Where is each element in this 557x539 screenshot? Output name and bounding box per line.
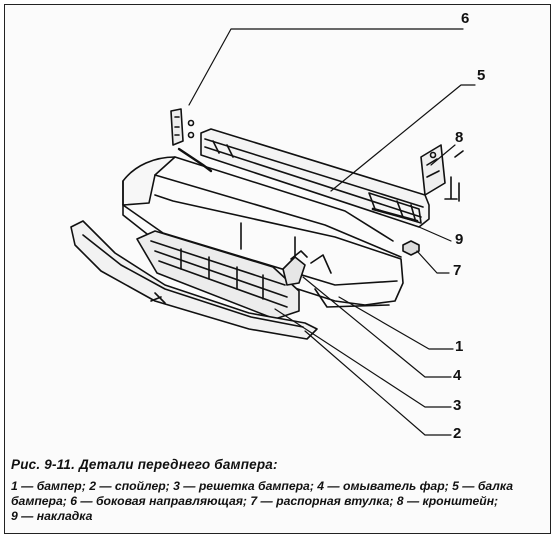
- trim-strip-drawing: [371, 207, 419, 223]
- leader-9: [418, 226, 452, 242]
- leader-5: [330, 84, 476, 192]
- callout-5: 5: [477, 67, 486, 84]
- leader-4: [302, 276, 452, 378]
- callout-3: 3: [453, 397, 462, 414]
- bumper-exploded-drawing: [70, 28, 476, 436]
- callout-8: 8: [455, 129, 464, 146]
- spoiler-drawing: [70, 220, 318, 340]
- leader-1: [338, 296, 454, 350]
- spacer-sleeve-drawing: [402, 240, 420, 256]
- leader-lines: [188, 28, 476, 436]
- figure-frame: 6 5 8 9 7 1 4 3 2 Рис. 9-11. Детали пере…: [4, 4, 551, 534]
- side-guide-drawing: [170, 108, 213, 173]
- leader-6: [188, 28, 464, 106]
- caption-legend: 1 — бампер; 2 — спойлер; 3 — решетка бам…: [11, 479, 547, 524]
- figure-caption: Рис. 9-11. Детали переднего бампера: 1 —…: [11, 457, 547, 524]
- legend-line: 1 — бампер; 2 — спойлер; 3 — решетка бам…: [11, 479, 513, 493]
- callout-4: 4: [453, 367, 462, 384]
- callout-6: 6: [461, 10, 470, 27]
- leader-8: [430, 144, 456, 166]
- callout-2: 2: [453, 425, 462, 442]
- callout-1: 1: [455, 338, 464, 355]
- bumper-beam-drawing: [200, 128, 430, 228]
- callout-7: 7: [453, 262, 462, 279]
- leader-3: [274, 308, 452, 408]
- callout-9: 9: [455, 231, 464, 248]
- legend-line: 9 — накладка: [11, 509, 93, 523]
- leader-7: [416, 250, 450, 274]
- leader-2: [304, 330, 452, 436]
- legend-line: бампера; 6 — боковая направляющая; 7 — р…: [11, 494, 499, 508]
- bracket-drawing: [420, 144, 464, 202]
- bumper-grille-drawing: [136, 230, 300, 320]
- caption-title: Рис. 9-11. Детали переднего бампера:: [11, 457, 278, 472]
- headlamp-washer-drawing: [282, 250, 308, 286]
